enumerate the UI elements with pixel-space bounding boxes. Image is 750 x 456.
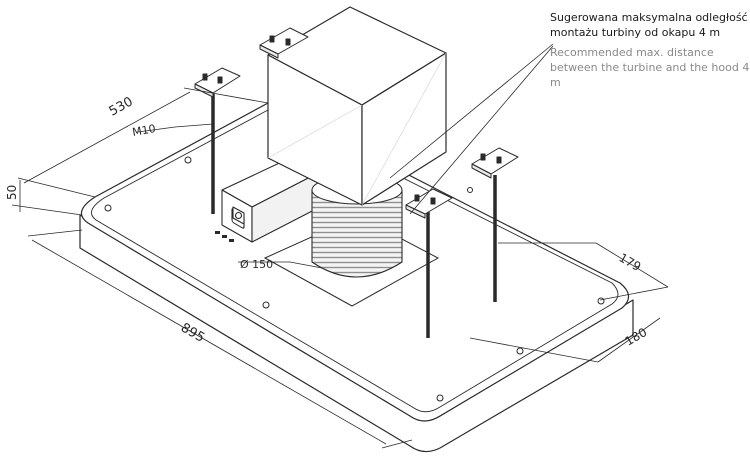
leader-d150 [238,261,323,269]
leader-m10 [137,123,214,133]
annotation-polish: Sugerowana maksymalna odległość montażu … [550,11,748,39]
mounting-bracket [405,188,453,219]
duct-diameter-label: Ø 150 [240,258,273,271]
dimension-length-label: 895 [178,320,207,345]
leader-annotation [389,43,554,179]
mounting-bracket [259,27,309,59]
mounting-bracket [194,67,241,98]
connector-clips [215,231,234,242]
dimension-thickness-label: 50 [5,185,19,200]
hood-plate-rim [91,109,619,413]
dimension-lines [11,43,669,449]
turbine-box [267,6,447,206]
rivet [467,187,473,193]
rivet [262,301,270,309]
rivet [436,394,444,402]
dimension-width-label: 530 [107,94,136,119]
dimension-side-offset-label: 179 [617,250,644,274]
annotation-english: Recommended max. distance between the tu… [550,46,750,89]
rivet [597,297,605,305]
rivet [516,347,524,355]
leader-annotation-2 [409,45,554,215]
mounting-bracket [471,147,519,179]
electrical-box [221,157,319,243]
threaded-rods [211,94,497,338]
rod-thread-label: M10 [131,122,156,139]
rivet [104,204,112,212]
rivet [184,156,192,164]
plate-rivets [104,156,605,402]
